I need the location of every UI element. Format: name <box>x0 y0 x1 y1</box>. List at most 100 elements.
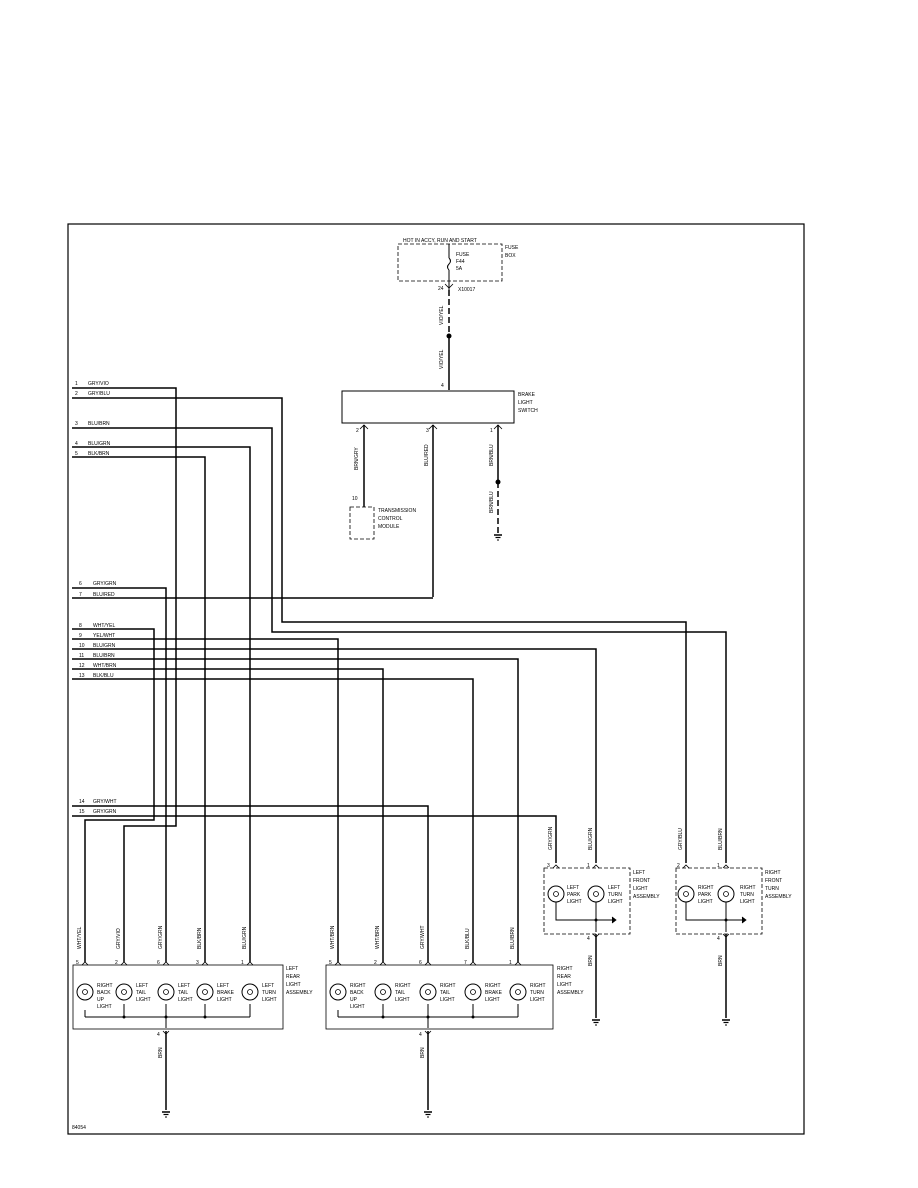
svg-text:TURN: TURN <box>530 990 544 996</box>
feed-wire: VIO/YEL VIO/YEL 4 <box>439 290 452 390</box>
svg-text:8: 8 <box>79 623 82 629</box>
svg-text:LEFT: LEFT <box>262 983 274 989</box>
harness-entry: 3 BLU/BRN <box>75 421 110 427</box>
svg-text:BLU/GRN: BLU/GRN <box>93 643 116 649</box>
svg-text:LIGHT: LIGHT <box>567 899 582 905</box>
svg-text:3: 3 <box>75 421 78 427</box>
svg-text:TAIL: TAIL <box>440 990 450 996</box>
bulb-icon <box>509 983 527 1001</box>
svg-text:RIGHT: RIGHT <box>485 983 501 989</box>
svg-text:FUSE: FUSE <box>505 245 519 251</box>
svg-text:1: 1 <box>717 863 720 869</box>
svg-text:RIGHT: RIGHT <box>740 885 756 891</box>
svg-text:FRONT: FRONT <box>633 878 650 884</box>
svg-text:ASSEMBLY: ASSEMBLY <box>765 894 792 900</box>
svg-text:4: 4 <box>717 936 720 942</box>
svg-text:RIGHT: RIGHT <box>698 885 714 891</box>
svg-text:BRAKE: BRAKE <box>485 990 503 996</box>
svg-text:LIGHT: LIGHT <box>217 997 232 1003</box>
svg-text:REAR: REAR <box>557 974 571 980</box>
svg-text:10: 10 <box>352 496 358 502</box>
svg-text:4: 4 <box>587 936 590 942</box>
svg-text:RIGHT: RIGHT <box>395 983 411 989</box>
svg-text:LIGHT: LIGHT <box>97 1004 112 1010</box>
lamp-right-back-up-light: WHT/BRN 5 RIGHT BACK UP LIGHT <box>329 925 366 1010</box>
svg-text:1: 1 <box>241 960 244 966</box>
svg-text:3: 3 <box>547 863 550 869</box>
svg-text:FRONT: FRONT <box>765 878 782 884</box>
left-front-light-assembly: GRY/GRN BLU/GRN LEFT FRONT LIGHT ASSEMBL… <box>543 826 660 1026</box>
svg-text:PARK: PARK <box>567 892 581 898</box>
svg-text:7: 7 <box>464 960 467 966</box>
svg-text:LIGHT: LIGHT <box>440 997 455 1003</box>
svg-text:4: 4 <box>441 383 444 389</box>
svg-text:F44: F44 <box>456 259 465 265</box>
svg-text:RIGHT: RIGHT <box>557 966 573 972</box>
svg-text:9: 9 <box>79 633 82 639</box>
lamp-right-tail-light-2: GRY/WHT 6 RIGHT TAIL LIGHT <box>419 925 456 1003</box>
svg-text:LIGHT: LIGHT <box>485 997 500 1003</box>
svg-text:LEFT: LEFT <box>178 983 190 989</box>
svg-text:ASSEMBLY: ASSEMBLY <box>557 990 584 996</box>
svg-text:BRN/BLU: BRN/BLU <box>489 491 495 513</box>
svg-text:1: 1 <box>587 863 590 869</box>
ground-icon <box>722 1019 730 1026</box>
svg-text:WHT/YEL: WHT/YEL <box>77 927 83 949</box>
lamp-left-brake-light: BLK/BRN 3 LEFT BRAKE LIGHT <box>196 927 235 1003</box>
svg-text:BRN/BLU: BRN/BLU <box>489 444 495 466</box>
svg-text:BLU/GRN: BLU/GRN <box>88 441 111 447</box>
svg-text:LEFT: LEFT <box>567 885 579 891</box>
svg-text:RIGHT: RIGHT <box>440 983 456 989</box>
bulb-icon <box>196 983 214 1001</box>
lamp-right-brake-light: BLK/BLU 7 RIGHT BRAKE LIGHT <box>464 928 503 1003</box>
svg-text:2: 2 <box>75 391 78 397</box>
svg-text:6: 6 <box>419 960 422 966</box>
svg-text:UP: UP <box>97 997 105 1003</box>
svg-text:LIGHT: LIGHT <box>557 982 572 988</box>
lamp-left-turn-light: BLU/GRN 1 LEFT TURN LIGHT <box>241 926 277 1003</box>
right-rear-light-assembly: RIGHT REAR LIGHT ASSEMBLY WHT/BRN 5 RIGH… <box>325 925 584 1118</box>
svg-text:GRY/VIO: GRY/VIO <box>88 381 109 387</box>
svg-text:BRAKE: BRAKE <box>518 392 536 398</box>
svg-text:X10017: X10017 <box>458 287 475 293</box>
bulb-icon <box>241 983 259 1001</box>
svg-text:13: 13 <box>79 673 85 679</box>
svg-text:LIGHT: LIGHT <box>286 982 301 988</box>
svg-text:BLU/BRN: BLU/BRN <box>88 421 110 427</box>
svg-text:GRY/GRN: GRY/GRN <box>93 581 117 587</box>
svg-text:PARK: PARK <box>698 892 712 898</box>
svg-text:GRY/GRN: GRY/GRN <box>548 826 554 850</box>
svg-text:BLK/BLU: BLK/BLU <box>93 673 114 679</box>
lamp-left-tail-light-2: GRY/GRN 6 LEFT TAIL LIGHT <box>157 925 193 1003</box>
svg-text:14: 14 <box>79 799 85 805</box>
svg-text:BRN: BRN <box>718 955 724 966</box>
svg-text:BLU/GRN: BLU/GRN <box>588 827 594 850</box>
svg-text:BLK/BLU: BLK/BLU <box>465 928 471 949</box>
svg-text:MODULE: MODULE <box>378 524 400 530</box>
svg-text:1: 1 <box>490 428 493 434</box>
right-front-light-assembly: GRY/BLU BLU/BRN RIGHT FRONT TURN ASSEMBL… <box>675 828 792 1026</box>
svg-text:2: 2 <box>115 960 118 966</box>
svg-text:ASSEMBLY: ASSEMBLY <box>286 990 313 996</box>
bulb-icon <box>547 885 565 903</box>
svg-text:VIO/YEL: VIO/YEL <box>439 349 445 369</box>
ground-icon <box>424 1111 432 1118</box>
svg-text:5: 5 <box>329 960 332 966</box>
svg-text:TURN: TURN <box>765 886 779 892</box>
svg-text:12: 12 <box>79 663 85 669</box>
svg-text:BLK/BRN: BLK/BRN <box>197 927 203 949</box>
bulb-icon <box>329 983 347 1001</box>
lamp-right-back-up-light: WHT/YEL 5 RIGHT BACK UP LIGHT <box>76 927 113 1010</box>
svg-text:LEFT: LEFT <box>633 870 645 876</box>
svg-text:10: 10 <box>79 643 85 649</box>
svg-text:TURN: TURN <box>262 990 276 996</box>
svg-text:7: 7 <box>79 592 82 598</box>
ground-icon <box>162 1111 170 1118</box>
svg-text:BLU/BRN: BLU/BRN <box>718 828 724 850</box>
svg-text:BLU/BRN: BLU/BRN <box>93 653 115 659</box>
